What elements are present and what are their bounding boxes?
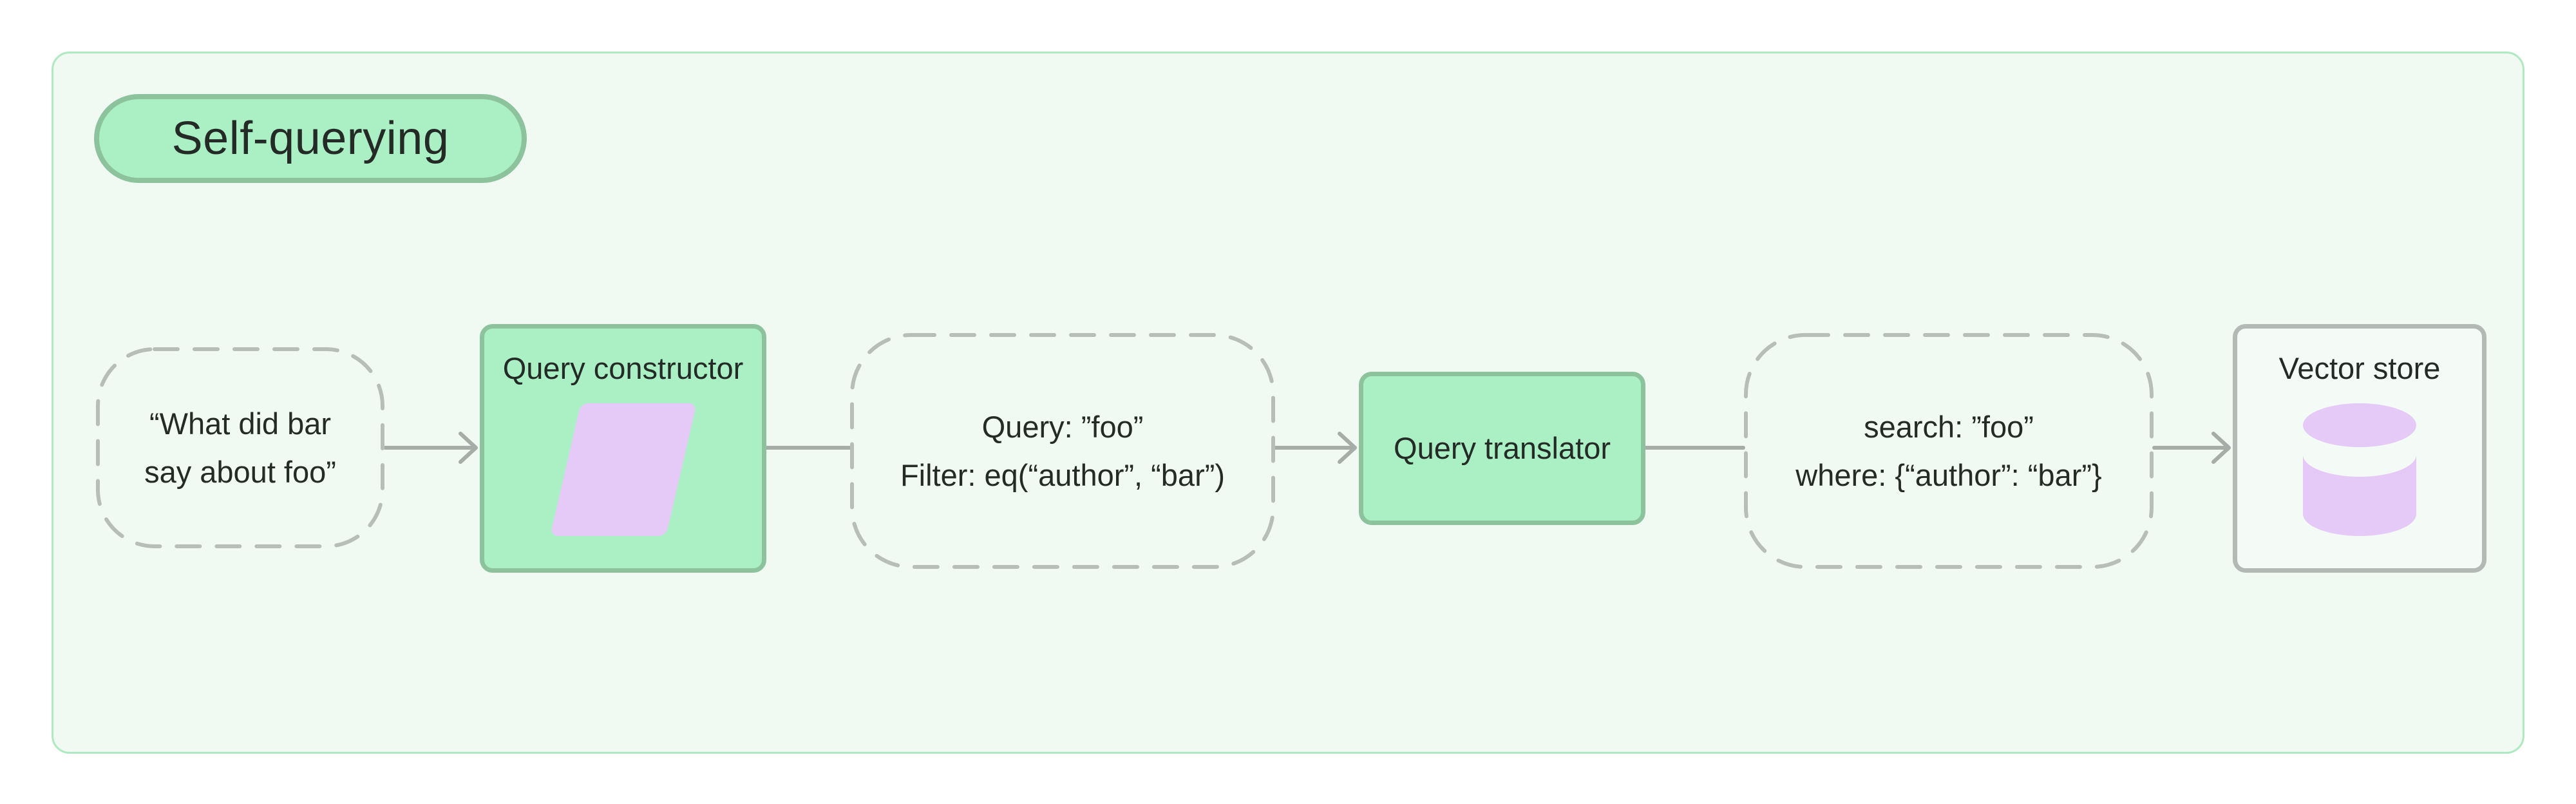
query-translator-label: Query translator <box>1394 431 1611 465</box>
translated-query-line-2: where: {“author”: “bar”} <box>1795 458 2102 492</box>
parallelogram-icon <box>549 403 697 536</box>
translated-query-text: search: ”foo” where: {“author”: “bar”} <box>1743 332 2154 570</box>
user-query-line-1: “What did bar <box>149 407 332 441</box>
diagram-title-badge: Self-querying <box>94 94 527 183</box>
database-icon <box>2303 403 2416 536</box>
structured-query-line-1: Query: ”foo” <box>981 410 1144 444</box>
structured-query-line-2: Filter: eq(“author”, “bar”) <box>900 458 1226 492</box>
dashed-border <box>96 347 384 548</box>
user-query-node: “What did bar say about foo” <box>95 347 385 549</box>
translated-query-line-1: search: ”foo” <box>1864 410 2034 444</box>
arrow-user-query-to-constructor <box>383 432 478 464</box>
dashed-border <box>1744 333 2154 569</box>
structured-query-text: Query: ”foo” Filter: eq(“author”, “bar”) <box>849 332 1276 570</box>
user-query-text: “What did bar say about foo” <box>95 347 385 549</box>
translated-query-node: search: ”foo” where: {“author”: “bar”} <box>1743 332 2154 570</box>
user-query-line-2: say about foo” <box>144 455 336 489</box>
vector-store-label: Vector store <box>2278 351 2441 385</box>
arrow-translated-query-to-vector-store <box>2152 432 2231 464</box>
self-querying-panel: Self-querying <box>52 52 2524 754</box>
query-translator-node: Query translator <box>1359 372 1645 525</box>
dashed-border <box>850 333 1275 569</box>
query-constructor-node: Query constructor <box>480 324 766 573</box>
vector-store-node: Vector store <box>2233 324 2486 573</box>
diagram-title: Self-querying <box>171 113 450 164</box>
structured-query-node: Query: ”foo” Filter: eq(“author”, “bar”) <box>849 332 1276 570</box>
arrow-structured-query-to-translator <box>1274 432 1357 464</box>
query-constructor-label: Query constructor <box>502 351 744 385</box>
